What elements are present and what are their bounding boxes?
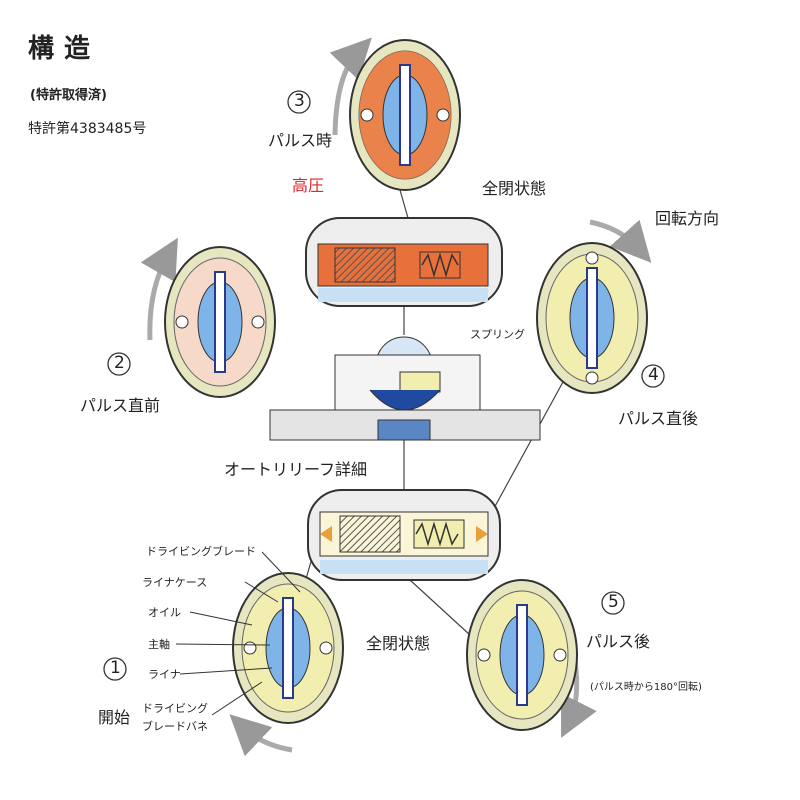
- rotor-stage-1: [232, 572, 344, 724]
- part-liner-case: ライナケース: [142, 576, 208, 589]
- stage-5-number: 5: [608, 592, 619, 612]
- stage-3-label: パルス時: [268, 131, 333, 150]
- patent-number: 特許第4383485号: [28, 121, 147, 137]
- part-liner: ライナ: [148, 668, 181, 681]
- stage-3-number: 3: [294, 91, 305, 111]
- stage-2-number: 2: [114, 353, 125, 373]
- part-leader-lines: [175, 551, 301, 716]
- part-oil: オイル: [148, 606, 181, 619]
- high-pressure-label: 高圧: [292, 176, 325, 195]
- auto-relief-assembly: [269, 336, 541, 441]
- rotor-stage-2: [164, 246, 276, 398]
- upper-valve-detail: [305, 217, 503, 307]
- stage-4-label: パルス直後: [618, 409, 699, 428]
- lower-valve-detail: [307, 489, 501, 581]
- patent-status: (特許取得済): [30, 88, 107, 103]
- stage-4-number: 4: [648, 365, 659, 385]
- part-driving-blade: ドライビングブレード: [146, 545, 256, 558]
- stage-1-label: 開始: [98, 708, 131, 727]
- rotation-direction-label: 回転方向: [655, 209, 720, 228]
- auto-relief-label: オートリリーフ詳細: [224, 460, 368, 479]
- stage-1-number: 1: [110, 658, 121, 678]
- stage-2-label: パルス直前: [80, 396, 161, 415]
- part-main-shaft: 主軸: [148, 638, 170, 651]
- page-title: 構造: [28, 34, 101, 64]
- stage-5-label: パルス後: [586, 632, 651, 651]
- part-blade-spring-line2: ブレードバネ: [142, 720, 208, 733]
- fully-closed-lower-label: 全閉状態: [366, 634, 431, 653]
- spring-label: スプリング: [470, 328, 525, 341]
- fully-closed-upper-label: 全閉状態: [482, 179, 547, 198]
- number-circles: [103, 90, 665, 681]
- stage-5-note: (パルス時から180°回転): [590, 682, 702, 693]
- rotor-stage-4: [536, 242, 648, 394]
- part-blade-spring-line1: ドライビング: [142, 702, 208, 715]
- rotor-stage-5: [466, 579, 578, 731]
- rotor-stage-3: [349, 39, 461, 191]
